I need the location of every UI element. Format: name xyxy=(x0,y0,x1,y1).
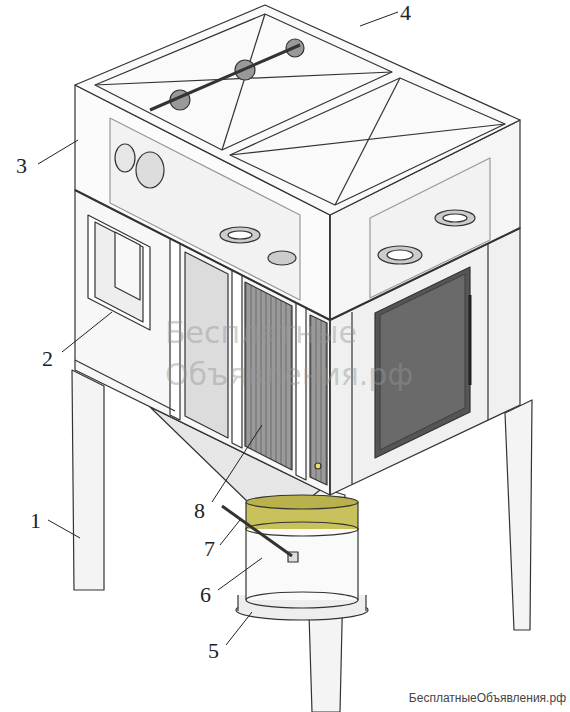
top-cover xyxy=(75,5,520,215)
leg xyxy=(505,400,532,630)
leg xyxy=(72,370,104,590)
callout-number: 1 xyxy=(30,510,41,532)
callout-number: 7 xyxy=(204,538,215,560)
leader-lines xyxy=(38,12,398,645)
callout-number: 3 xyxy=(16,155,27,177)
handle xyxy=(222,506,292,556)
callout-number: 4 xyxy=(400,2,411,24)
inlet xyxy=(88,215,150,330)
callout-number: 5 xyxy=(208,640,219,662)
callout-number: 8 xyxy=(194,500,205,522)
watermark: БесплатныеОбъявления.рф xyxy=(409,692,566,704)
watermark: Объявления.рф xyxy=(165,360,413,390)
callout-number: 6 xyxy=(200,584,211,606)
watermark: Бесплатные xyxy=(165,318,357,348)
callout-number: 2 xyxy=(42,348,53,370)
